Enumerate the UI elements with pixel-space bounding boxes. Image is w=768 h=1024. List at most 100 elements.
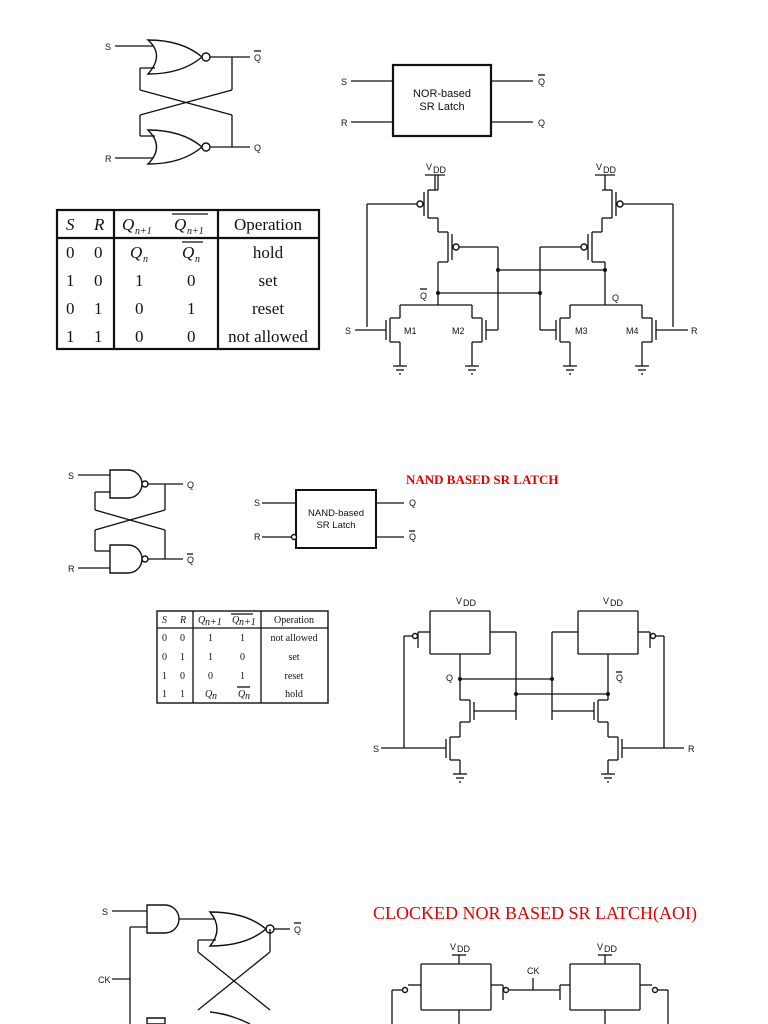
- svg-text:0: 0: [187, 327, 196, 346]
- and-gate-top: [146, 904, 180, 934]
- table-row: 1 0 0 1 reset: [162, 671, 304, 682]
- nand-sr-latch-block: NAND-based SR Latch S R Q Q: [254, 489, 416, 549]
- svg-text:S: S: [254, 498, 260, 508]
- svg-text:set: set: [259, 271, 278, 290]
- nand-cmos-circuit: V DD Q S V DD: [373, 596, 695, 783]
- svg-text:reset: reset: [285, 671, 304, 682]
- clocked-section-title: CLOCKED NOR BASED SR LATCH(AOI): [373, 903, 697, 924]
- svg-text:reset: reset: [252, 299, 284, 318]
- svg-text:NAND-based: NAND-based: [308, 508, 364, 519]
- svg-text:V: V: [450, 942, 456, 952]
- svg-text:n+1: n+1: [239, 617, 256, 628]
- svg-text:Q: Q: [294, 925, 301, 935]
- vdd-label: V: [596, 162, 602, 172]
- block-in-r: R: [341, 118, 348, 128]
- svg-text:0: 0: [94, 271, 103, 290]
- svg-text:SR Latch: SR Latch: [316, 520, 355, 531]
- svg-text:S: S: [68, 471, 74, 481]
- m3-label: M3: [575, 326, 588, 336]
- block-title-line1: NOR-based: [413, 88, 471, 100]
- svg-text:1: 1: [180, 689, 185, 700]
- svg-text:1: 1: [240, 633, 245, 644]
- svg-text:R: R: [179, 615, 186, 626]
- th-s: S: [66, 215, 75, 234]
- th-qbarn1-sub: n+1: [187, 226, 204, 237]
- svg-text:Q: Q: [205, 689, 213, 700]
- nor-gate-top: [146, 39, 204, 75]
- svg-text:n+1: n+1: [205, 617, 222, 628]
- m1-label: M1: [404, 326, 417, 336]
- svg-text:1: 1: [162, 689, 167, 700]
- svg-text:1: 1: [180, 652, 185, 663]
- svg-text:Operation: Operation: [274, 615, 314, 626]
- svg-text:0: 0: [162, 652, 167, 663]
- svg-text:0: 0: [135, 327, 144, 346]
- svg-text:Q: Q: [130, 243, 142, 262]
- svg-text:0: 0: [208, 671, 213, 682]
- block-title-line2: SR Latch: [419, 101, 464, 113]
- svg-text:n: n: [212, 691, 217, 702]
- svg-text:R: R: [68, 564, 75, 574]
- table-row: 1 1 Q n Q n hold: [162, 686, 303, 702]
- svg-text:V: V: [456, 596, 462, 606]
- input-r: R: [691, 326, 698, 336]
- svg-text:hold: hold: [253, 243, 284, 262]
- svg-text:Q: Q: [187, 555, 194, 565]
- svg-text:Q: Q: [409, 498, 416, 508]
- svg-text:1: 1: [135, 271, 144, 290]
- svg-text:0: 0: [240, 652, 245, 663]
- m2-label: M2: [452, 326, 465, 336]
- svg-text:DD: DD: [433, 165, 446, 175]
- table-row: 1 1 0 0 not allowed: [66, 327, 308, 346]
- nor-gate-latch-diagram: S R Q Q: [105, 39, 261, 165]
- input-s-label: S: [105, 42, 111, 52]
- svg-text:0: 0: [180, 633, 185, 644]
- node-q: Q: [612, 293, 619, 303]
- svg-text:1: 1: [208, 633, 213, 644]
- svg-text:Q: Q: [409, 532, 416, 542]
- svg-text:n: n: [245, 691, 250, 702]
- svg-text:1: 1: [208, 652, 213, 663]
- svg-text:DD: DD: [463, 598, 476, 608]
- svg-text:hold: hold: [285, 689, 303, 700]
- clocked-latch-gate-diagram: S CK Q: [98, 904, 301, 1024]
- svg-text:0: 0: [180, 671, 185, 682]
- output-q-label: Q: [254, 143, 261, 153]
- svg-text:Q: Q: [238, 689, 246, 700]
- svg-text:DD: DD: [610, 598, 623, 608]
- nand-section-title: NAND BASED SR LATCH: [406, 472, 559, 487]
- th-qn1: Q: [122, 215, 134, 234]
- th-qbarn1: Q: [174, 215, 186, 234]
- svg-text:Q: Q: [198, 615, 206, 626]
- svg-text:1: 1: [94, 327, 103, 346]
- svg-text:0: 0: [94, 243, 103, 262]
- m4-label: M4: [626, 326, 639, 336]
- nor-sr-latch-block: NOR-based SR Latch S R Q Q: [341, 63, 545, 138]
- svg-text:CK: CK: [98, 975, 111, 985]
- svg-text:n: n: [143, 254, 148, 265]
- nor-gate-top: [208, 911, 268, 947]
- svg-text:0: 0: [66, 299, 75, 318]
- input-s: S: [345, 326, 351, 336]
- svg-text:S: S: [162, 615, 167, 626]
- nor-cmos-circuit: V DD Q S: [345, 162, 698, 375]
- table-row: 0 0 1 1 not allowed: [162, 633, 317, 644]
- svg-text:Q: Q: [446, 673, 453, 683]
- svg-text:1: 1: [66, 327, 75, 346]
- svg-text:not allowed: not allowed: [271, 633, 318, 644]
- nand-truth-table: S R Q n+1 Q n+1 Operation 0 0 1 1 not al…: [156, 610, 329, 704]
- svg-text:1: 1: [66, 271, 75, 290]
- block-out-qbar: Q: [538, 77, 545, 87]
- node-qbar: Q: [420, 291, 427, 301]
- svg-text:DD: DD: [604, 944, 617, 954]
- nand-gate-bottom: [109, 544, 143, 574]
- output-qbar-label: Q: [254, 53, 261, 63]
- table-row: 0 1 1 0 set: [162, 652, 300, 663]
- svg-text:0: 0: [162, 633, 167, 644]
- svg-text:Q: Q: [187, 480, 194, 490]
- nand-gate-top: [109, 469, 143, 499]
- svg-text:1: 1: [162, 671, 167, 682]
- nand-gate-latch-diagram: S R Q Q: [68, 469, 194, 574]
- svg-text:V: V: [597, 942, 603, 952]
